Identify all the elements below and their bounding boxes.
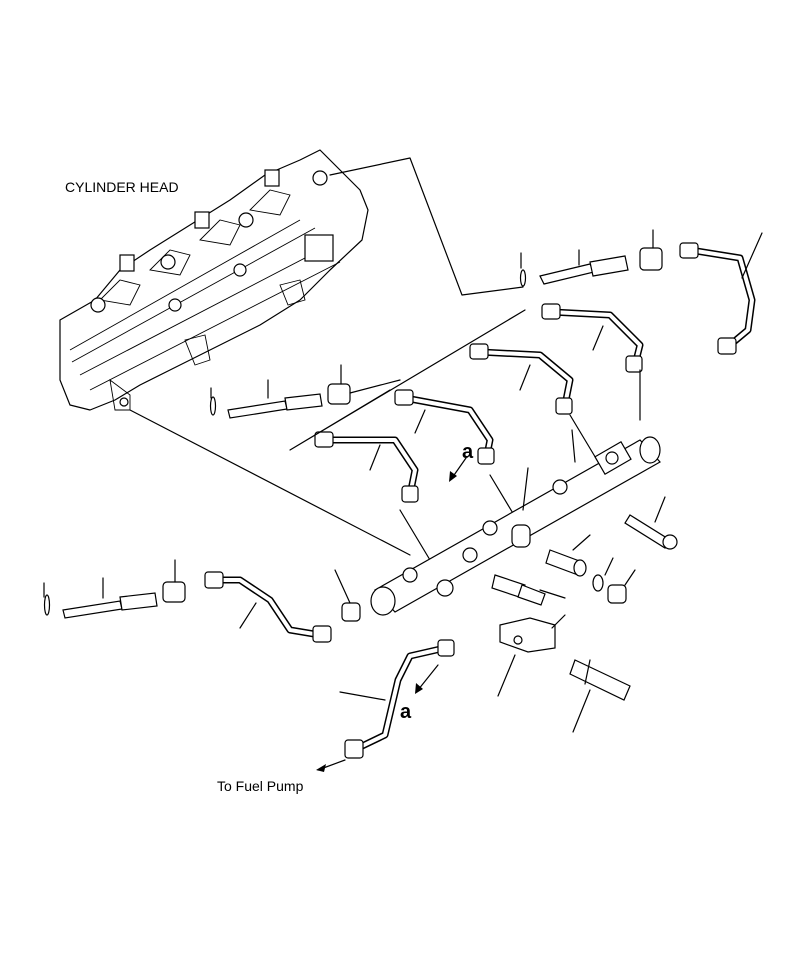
upper-injector-group: [519, 229, 763, 355]
leader-head-to-oring: [329, 157, 524, 296]
leader-head-to-rail: [129, 409, 411, 556]
feed-tube: [316, 639, 455, 772]
middle-injector-group: [209, 364, 401, 419]
to-fuel-pump-label: To Fuel Pump: [217, 778, 304, 794]
injection-tubes: [289, 303, 644, 561]
marker-a-upper: a: [462, 441, 474, 463]
lower-injector-group: [43, 559, 361, 643]
bracket-and-connector: [497, 614, 631, 733]
cylinder-head: [59, 149, 369, 411]
rail-fittings: [491, 496, 678, 606]
marker-a-lower: a: [400, 701, 412, 723]
cylinder-head-label: CYLINDER HEAD: [65, 179, 179, 195]
common-rail: [370, 429, 661, 616]
